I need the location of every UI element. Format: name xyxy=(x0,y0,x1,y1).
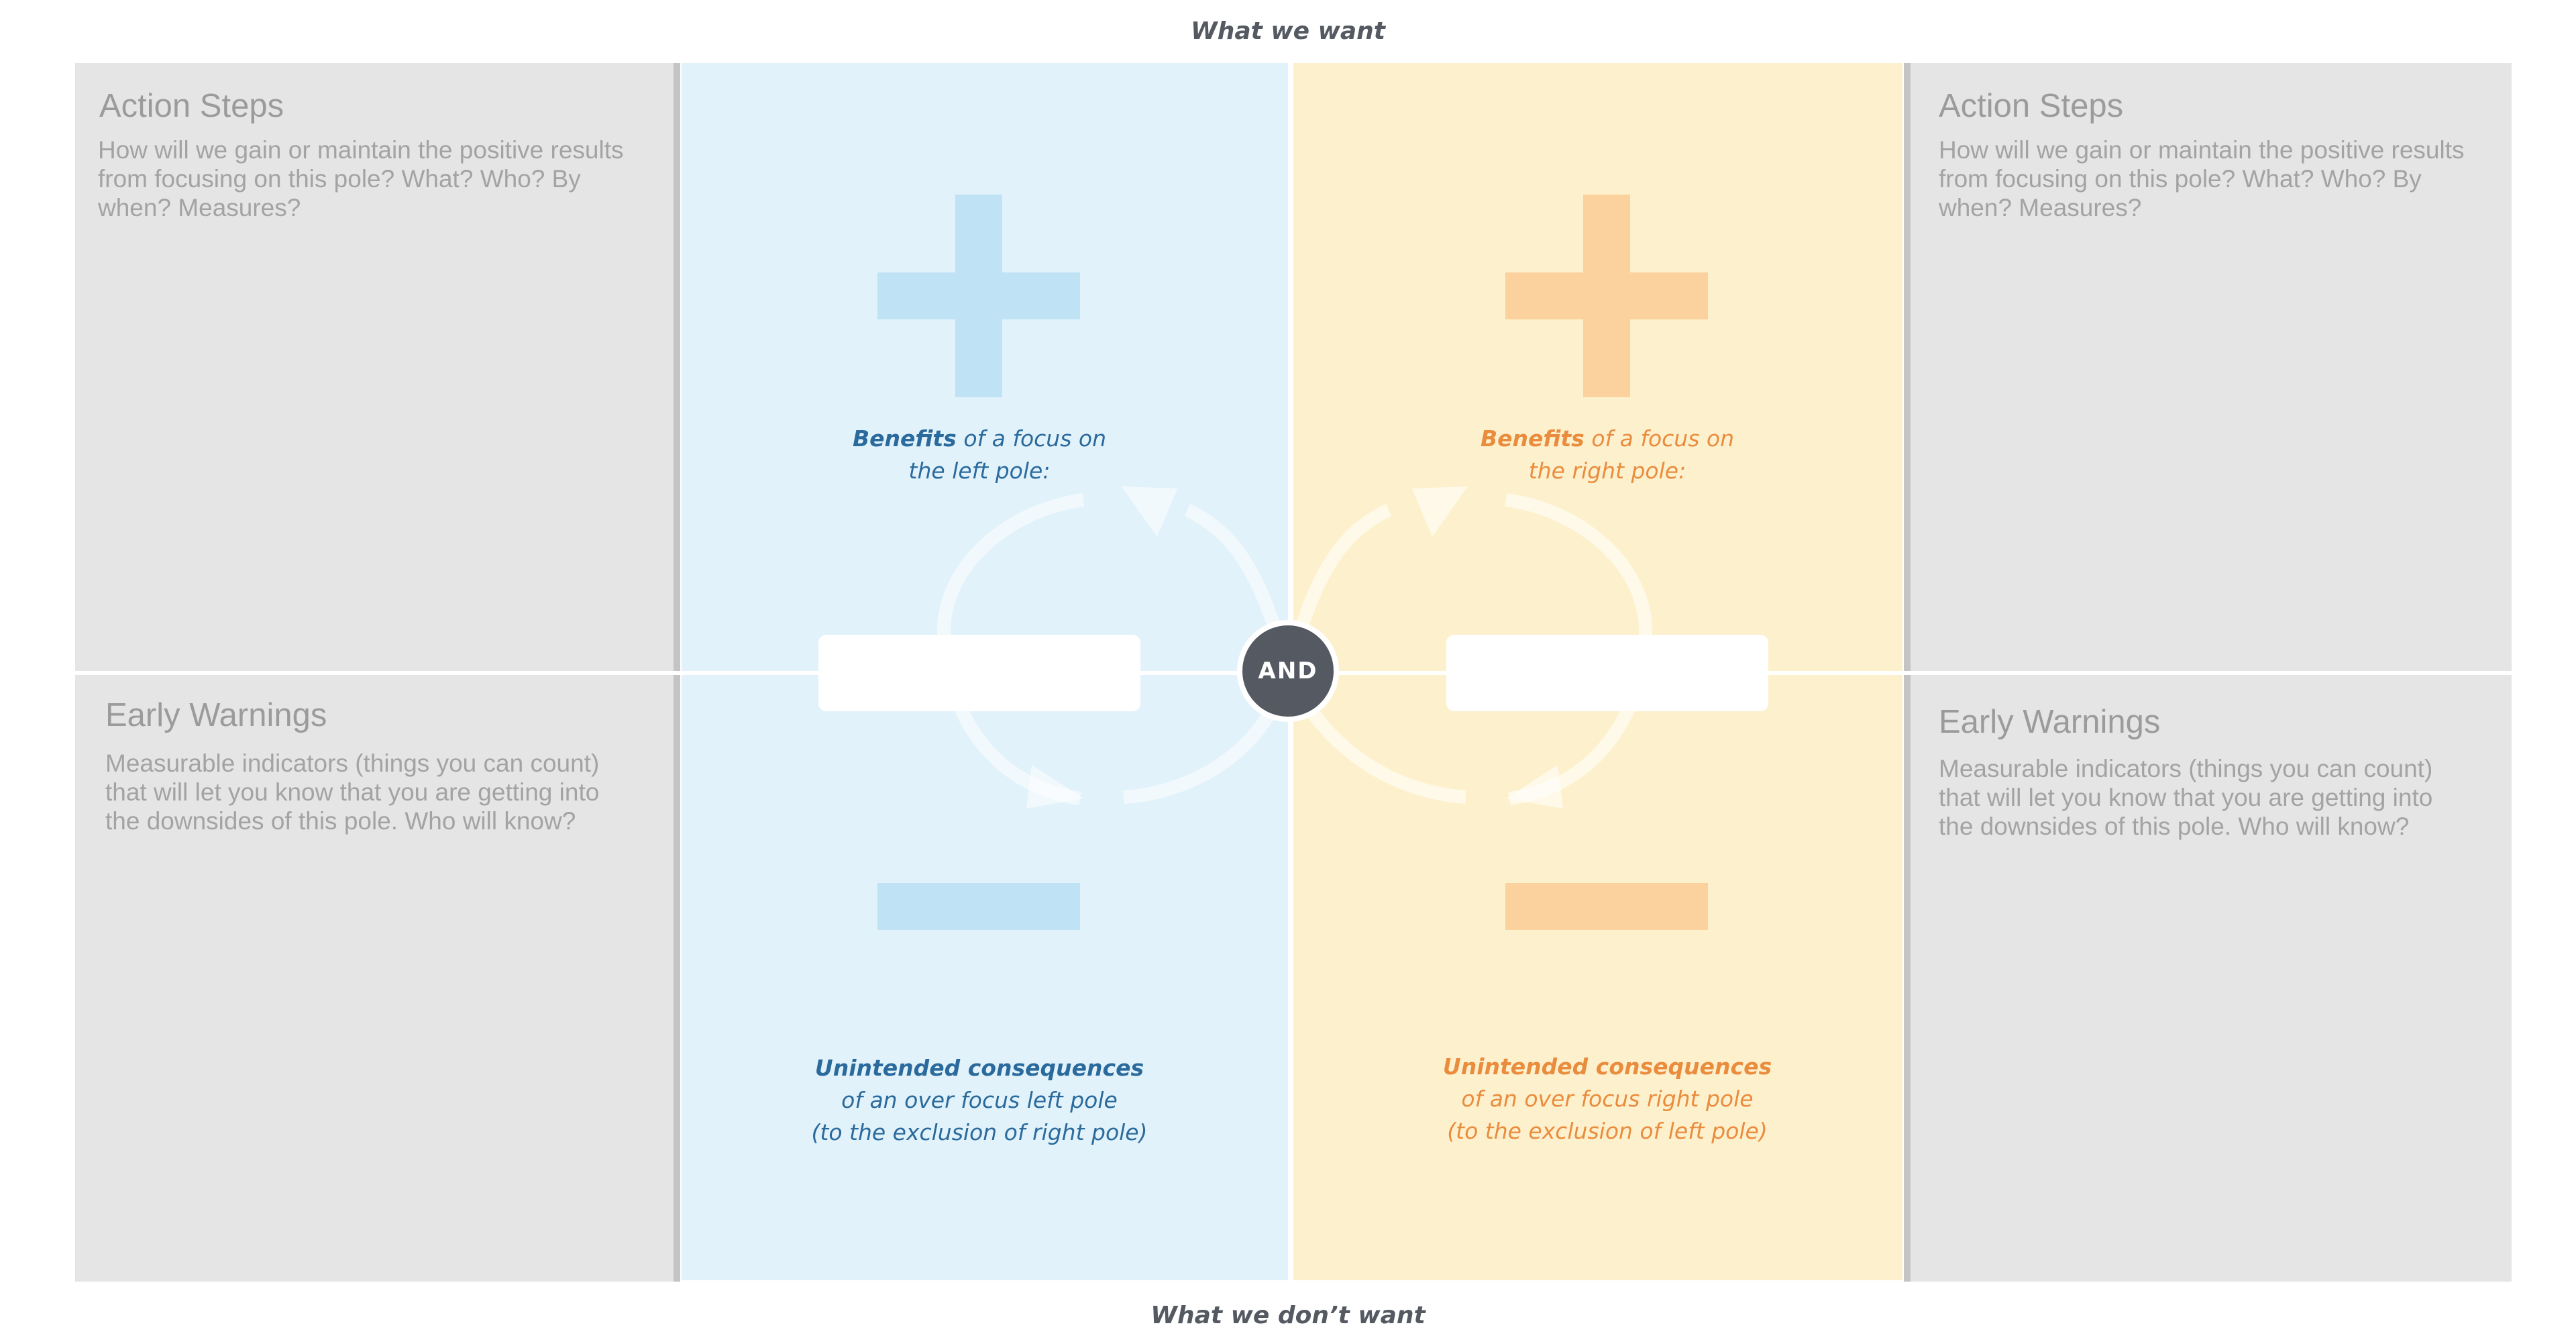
action-steps-right-panel[interactable]: Action Steps How will we gain or maintai… xyxy=(1911,63,2512,671)
plus-icon xyxy=(1505,195,1708,397)
bottom-caption: What we don’t want xyxy=(1150,1302,1426,1329)
consequences-line-2: of an over focus left pole xyxy=(841,1087,1118,1113)
action-steps-left-panel[interactable]: Action Steps How will we gain or maintai… xyxy=(75,63,674,671)
benefits-heading: Benefits xyxy=(1481,425,1585,452)
panel-description: How will we gain or maintain the positiv… xyxy=(98,136,624,221)
left-benefits-label: Benefits of a focus on the left pole: xyxy=(778,423,1181,487)
and-connector: AND xyxy=(1237,620,1339,722)
consequences-line-2: of an over focus right pole xyxy=(1461,1086,1754,1112)
panel-title: Action Steps xyxy=(1939,88,2124,124)
panel-title: Early Warnings xyxy=(1939,704,2161,740)
benefits-text: of a focus on xyxy=(956,425,1106,452)
panel-description: How will we gain or maintain the positiv… xyxy=(1939,136,2465,221)
left-pole-name-box[interactable] xyxy=(818,635,1140,711)
minus-icon xyxy=(1505,883,1708,930)
plus-icon xyxy=(877,195,1080,397)
benefits-text-line-2: the right pole: xyxy=(1528,458,1686,484)
benefits-heading: Benefits xyxy=(853,425,957,452)
panel-title: Action Steps xyxy=(99,88,284,124)
right-benefits-label: Benefits of a focus on the right pole: xyxy=(1406,423,1809,487)
consequences-heading: Unintended consequences xyxy=(814,1055,1144,1081)
early-warnings-right-panel[interactable]: Early Warnings Measurable indicators (th… xyxy=(1911,675,2512,1282)
panel-description: Measurable indicators (things you can co… xyxy=(1939,755,2433,840)
top-caption: What we want xyxy=(1191,17,1385,45)
right-pole-name-box[interactable] xyxy=(1446,635,1768,711)
panel-title: Early Warnings xyxy=(105,697,327,733)
left-consequences-label: Unintended consequences of an over focus… xyxy=(778,1052,1181,1149)
consequences-heading: Unintended consequences xyxy=(1442,1053,1772,1080)
consequences-line-3: (to the exclusion of left pole) xyxy=(1447,1118,1768,1144)
minus-icon xyxy=(877,883,1080,930)
early-warnings-left-panel[interactable]: Early Warnings Measurable indicators (th… xyxy=(75,675,674,1282)
panel-description: Measurable indicators (things you can co… xyxy=(105,750,600,835)
benefits-text-line-2: the left pole: xyxy=(908,458,1051,484)
right-consequences-label: Unintended consequences of an over focus… xyxy=(1406,1051,1809,1147)
benefits-text: of a focus on xyxy=(1584,425,1734,452)
consequences-line-3: (to the exclusion of right pole) xyxy=(811,1119,1148,1145)
